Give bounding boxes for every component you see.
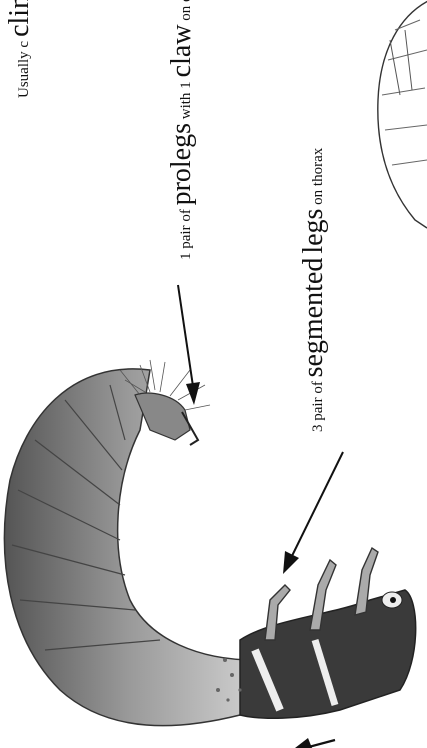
legs-arrow [283,452,343,574]
case-sketch [378,0,427,228]
habitat-line1: Usually c [16,41,32,98]
prolegs-post2: on each [178,0,194,24]
legs-legs: legs [298,209,329,254]
prolegs-claw: claw [166,24,197,77]
larva-body [4,360,415,726]
label-prolegs: 1 pair of prolegs with 1 claw on each [168,0,196,260]
legs-post2: on thorax [310,148,326,209]
legs-pre: 3 pair of [310,377,326,432]
prolegs-post: with 1 [178,81,194,123]
habitat-line2: clingin [4,0,35,37]
label-legs: 3 pair of segmented legs on thorax [300,172,328,432]
bottom-arrow [295,738,335,748]
label-habitat: Usually c clingin vegitat [6,0,34,98]
prolegs-term: prolegs [166,123,197,205]
legs-term: segmented [298,258,329,378]
prolegs-pre: 1 pair of [178,205,194,260]
prolegs-arrow [178,285,200,405]
